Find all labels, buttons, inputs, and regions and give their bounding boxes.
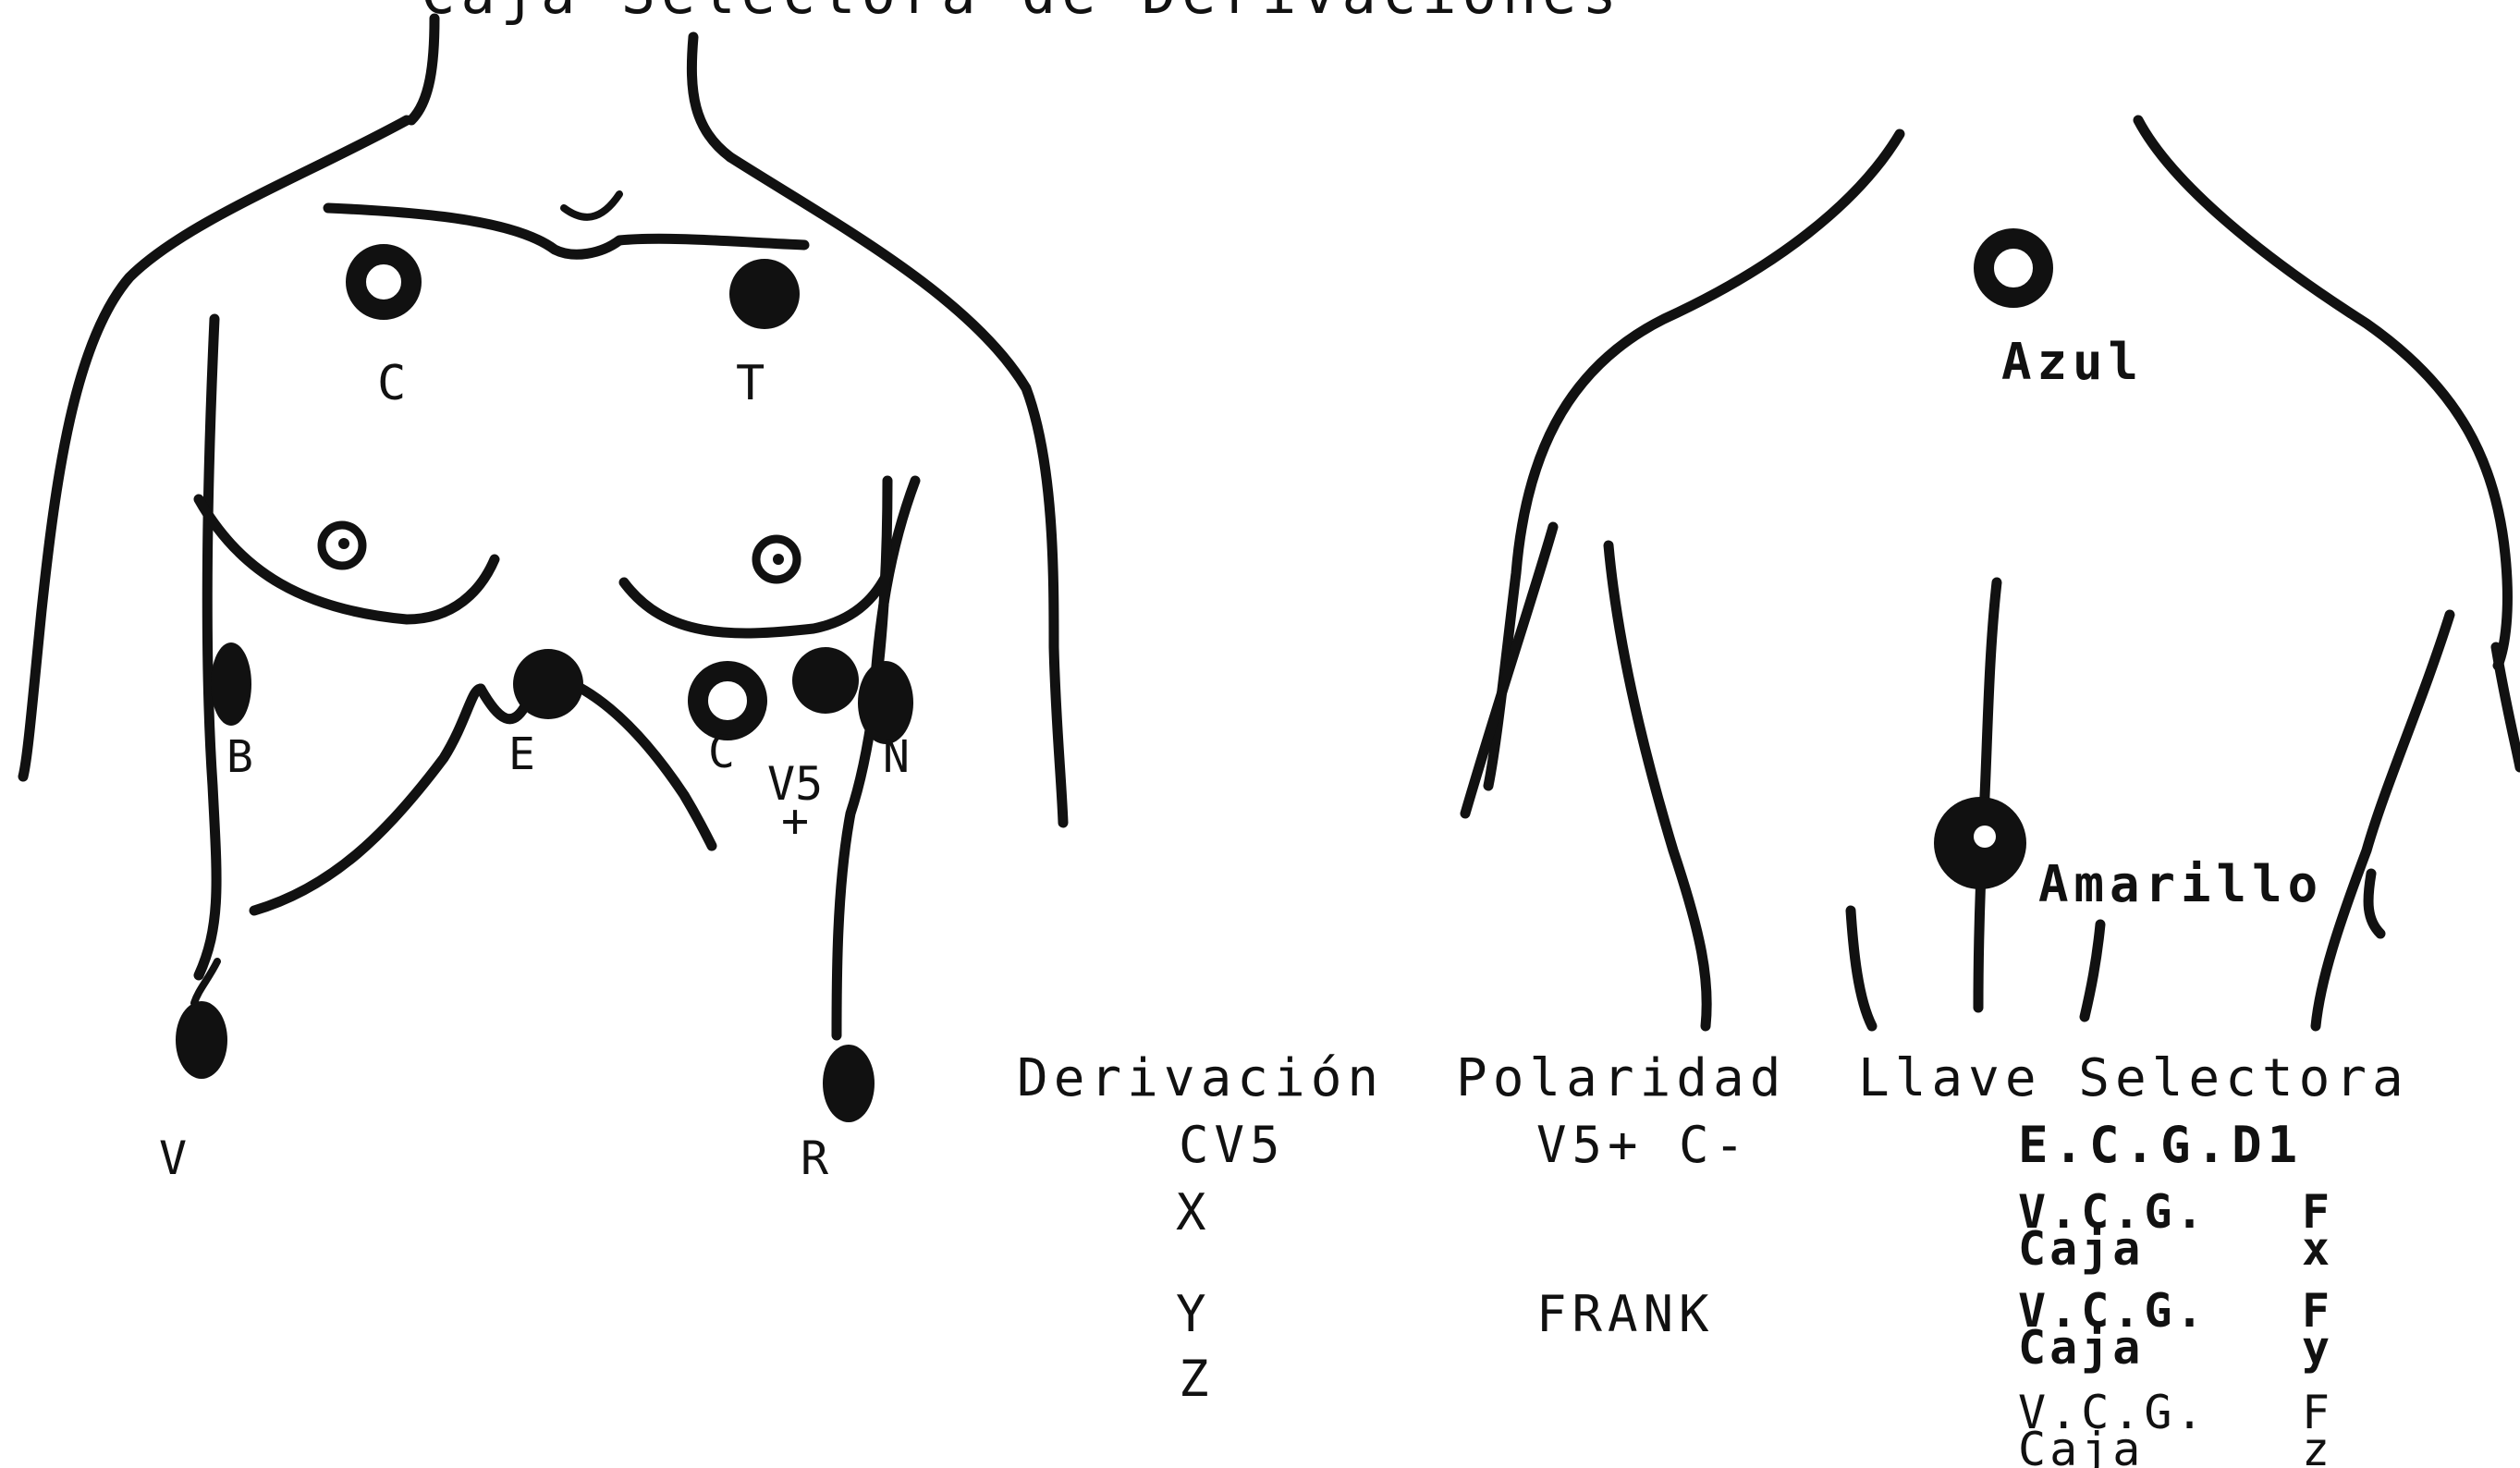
row4-derivacion: Z [1179,1350,1209,1408]
electrode-c-upper [356,254,411,310]
row1-llave: E.C.G.D1 [2018,1116,2303,1174]
row1-derivacion: CV5 [1179,1116,1286,1174]
row2-letter-sub: x [2302,1222,2330,1276]
row4-llave-sub: Caja [2018,1423,2144,1468]
label-c-upper: C [377,356,406,411]
row3-llave-sub: Caja [2018,1321,2144,1375]
label-r: R [801,1132,829,1185]
label-e: E [508,728,535,780]
label-c-lower: C [708,727,735,778]
lead-table: Derivación Polaridad Llave Selectora CV5… [1017,1048,2409,1468]
row3-polaridad: FRANK [1536,1285,1715,1343]
nipple-left-center [338,538,349,549]
row3-letter-sub: y [2302,1321,2330,1375]
electrode-c-lower [698,671,757,730]
front-electrodes [176,254,913,1122]
electrode-v5 [792,647,859,714]
electrode-v [176,1001,227,1079]
diagram-title: Caja Selectora de Derivaciones [421,0,1622,27]
row2-derivacion: X [1176,1183,1206,1242]
nipple-right-center [773,554,784,565]
table-header-polaridad: Polaridad [1456,1048,1786,1108]
electrode-t-upper [729,259,800,329]
front-labels: C T B E C V5 + N V R [159,356,910,1185]
row1-polaridad: V5+ C- [1536,1116,1750,1174]
electrode-b [211,642,251,726]
label-azul: Azul [2001,333,2144,391]
table-header-llave: Llave Selectora [1858,1048,2409,1108]
label-n: N [883,731,910,783]
electrode-azul [1984,239,2043,298]
row2-llave-sub: Caja [2018,1222,2144,1276]
table-header-derivacion: Derivación [1017,1048,1384,1108]
label-v: V [159,1132,187,1185]
row3-derivacion: Y [1176,1285,1206,1343]
label-amarillo: Amarillo [2038,855,2323,913]
electrode-amarillo-inner [1974,826,1996,848]
front-torso-drawing [23,18,1063,1035]
label-plus: + [781,794,809,848]
back-labels: Azul Amarillo [2001,333,2323,913]
electrode-e [513,649,583,719]
label-b: B [226,731,253,783]
label-t-upper: T [736,356,765,411]
row4-letter-sub: z [2302,1423,2330,1468]
electrode-r [823,1045,875,1122]
